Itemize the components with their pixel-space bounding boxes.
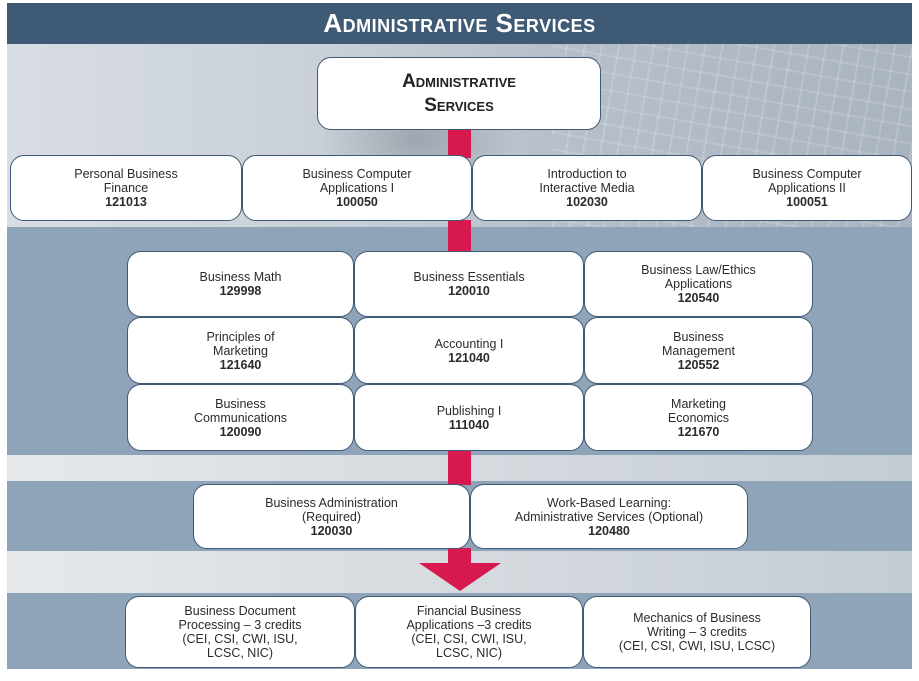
header-bar: Administrative Services xyxy=(7,3,912,44)
course-box: Work-Based Learning: Administrative Serv… xyxy=(470,484,748,549)
connector-row1-row2 xyxy=(448,220,471,252)
course-name: Business Math xyxy=(199,270,282,284)
connector-top xyxy=(448,130,471,158)
course-code: 102030 xyxy=(566,195,608,209)
course-box: Marketing Economics 121670 xyxy=(584,384,813,451)
connector-row4-row5 xyxy=(448,448,471,485)
course-code: 121013 xyxy=(105,195,147,209)
course-box: Business Administration (Required) 12003… xyxy=(193,484,470,549)
down-arrow-icon xyxy=(419,563,501,591)
page-title: Administrative Services xyxy=(323,8,596,38)
course-box: Personal Business Finance 121013 xyxy=(10,155,242,221)
course-code: 120090 xyxy=(219,424,262,439)
course-box: Business Law/Ethics Applications 120540 xyxy=(584,251,813,317)
course-code: 120480 xyxy=(588,523,630,538)
course-code: 120540 xyxy=(677,291,720,305)
course-name: Business Administration (Required) xyxy=(265,495,398,524)
course-box: Publishing I 111040 xyxy=(354,384,584,451)
connector-row5-row6 xyxy=(448,548,471,564)
credit-course-box: Business Document Processing – 3 credits… xyxy=(125,596,355,668)
course-code: 121640 xyxy=(219,357,262,372)
course-name: Personal Business Finance xyxy=(74,167,178,195)
course-code: 120552 xyxy=(677,357,720,372)
credit-course-box: Mechanics of Business Writing – 3 credit… xyxy=(583,596,811,668)
course-code: 111040 xyxy=(448,417,490,432)
credit-course-box: Financial Business Applications –3 credi… xyxy=(355,596,583,668)
course-name: Marketing Economics xyxy=(667,396,730,425)
course-name: Business Computer Applications I xyxy=(302,167,412,195)
course-name: Work-Based Learning: Administrative Serv… xyxy=(514,495,704,524)
course-name: Business Communications xyxy=(193,396,288,425)
program-title: Administrative Services xyxy=(402,70,516,116)
course-name: Principles of Marketing xyxy=(206,329,275,358)
course-box: Business Math 129998 xyxy=(127,251,354,317)
course-name: Business Computer Applications II xyxy=(752,167,862,195)
course-box: Business Communications 120090 xyxy=(127,384,354,451)
course-box: Introduction to Interactive Media 102030 xyxy=(472,155,702,221)
course-box: Business Computer Applications II 100051 xyxy=(702,155,912,221)
course-name: Business Essentials xyxy=(413,270,525,284)
course-code: 121670 xyxy=(677,424,720,439)
course-box: Business Computer Applications I 100050 xyxy=(242,155,472,221)
course-name: Publishing I xyxy=(436,403,502,418)
course-box: Business Essentials 120010 xyxy=(354,251,584,317)
course-name: Business Document Processing – 3 credits… xyxy=(178,604,302,660)
course-name: Financial Business Applications –3 credi… xyxy=(406,604,532,660)
course-name: Introduction to Interactive Media xyxy=(539,167,635,195)
course-code: 120010 xyxy=(448,284,490,298)
course-code: 100051 xyxy=(786,195,828,209)
course-name: Business Law/Ethics Applications xyxy=(641,263,756,291)
course-name: Mechanics of Business Writing – 3 credit… xyxy=(618,611,776,653)
course-box: Business Management 120552 xyxy=(584,317,813,384)
course-code: 100050 xyxy=(336,195,378,209)
course-code: 120030 xyxy=(310,523,353,538)
course-box: Principles of Marketing 121640 xyxy=(127,317,354,384)
course-code: 121040 xyxy=(448,350,490,365)
course-name: Accounting I xyxy=(434,336,504,351)
course-code: 129998 xyxy=(219,284,262,298)
course-name: Business Management xyxy=(662,329,735,358)
program-title-box: Administrative Services xyxy=(317,57,601,130)
course-box: Accounting I 121040 xyxy=(354,317,584,384)
